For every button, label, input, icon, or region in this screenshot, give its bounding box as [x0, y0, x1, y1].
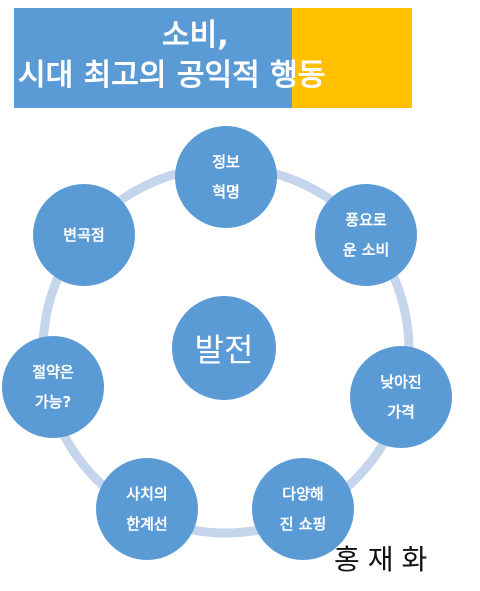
banner-blue-block [14, 8, 292, 108]
title-line-2: 시대 최고의 공익적 행동 [18, 58, 326, 93]
center-label: 발전 [194, 331, 254, 369]
node-inflection-point: 변곡점 [33, 184, 135, 286]
node-label-line1: 낮아진 [380, 373, 422, 391]
node-label-line1: 변곡점 [63, 226, 105, 244]
node-label-line2: 혁명 [212, 183, 240, 201]
node-label-line2: 한계선 [126, 515, 168, 533]
node-label-line2: 운 소비 [342, 241, 390, 259]
node-label-line2: 진 쇼핑 [279, 515, 327, 533]
title-banner: 소비, 시대 최고의 공익적 행동 [14, 8, 412, 108]
node-label-line1: 절약은 [32, 363, 74, 381]
node-label-line1: 정보 [212, 153, 240, 171]
node-label-line1: 사치의 [126, 485, 168, 503]
center-node: 발전 [172, 296, 276, 400]
author-name: 홍재화 [334, 543, 436, 576]
node-label-line1: 다양해 [282, 485, 324, 503]
node-label-line2: 가능? [34, 393, 72, 411]
title-line-1: 소비, [162, 18, 229, 53]
node-label-line1: 풍요로 [345, 211, 387, 229]
node-label-line2: 가격 [387, 403, 415, 421]
banner-yellow-block [292, 8, 412, 108]
